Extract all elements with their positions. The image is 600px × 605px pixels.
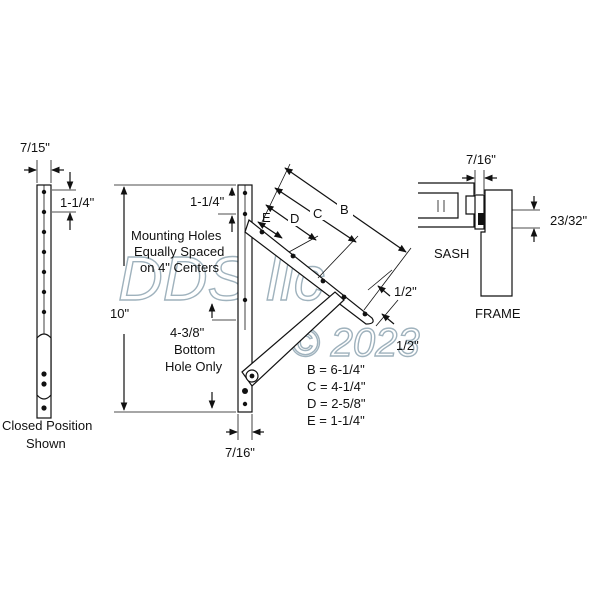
letter-b: B [340, 202, 349, 217]
support-arm [241, 291, 345, 387]
top-offset-dimension: 1-1/4" [190, 187, 236, 232]
legend-c: C = 4-1/4" [307, 379, 366, 394]
caption-line1: Closed Position [2, 418, 92, 433]
half-label-1: 1/2" [394, 284, 417, 299]
caption-line2: Shown [26, 436, 66, 451]
half-label-2: 1/2" [396, 338, 419, 353]
bottom-line2: Bottom [174, 342, 215, 357]
width-dimension-7-15: 7/15" [20, 140, 64, 183]
gap-label: 7/16" [466, 152, 496, 167]
bottom-line1: 4-3/8" [170, 325, 205, 340]
top-offset-label: 1-1/4" [190, 194, 225, 209]
arm-end-dimensions: 1/2" 1/2" [367, 269, 419, 353]
legend-e: E = 1-1/4" [307, 413, 365, 428]
gap-dimension: 7/16" [462, 152, 497, 194]
width-label: 7/16" [225, 445, 255, 460]
height-dimension: 23/32" [512, 196, 588, 242]
closed-hinge-track [36, 184, 52, 419]
frame-profile [480, 189, 513, 297]
top-hole-label: 1-1/4" [60, 195, 95, 210]
sash-profile [418, 182, 475, 228]
legend-d: D = 2-5/8" [307, 396, 366, 411]
bottom-hole-dimension: 4-3/8" Bottom Hole Only [165, 303, 236, 409]
letter-d: D [290, 211, 299, 226]
open-hinge-view: 10" [110, 163, 419, 460]
mounting-line2: Equally Spaced [134, 244, 224, 259]
length-label: 10" [110, 306, 129, 321]
sash-label: SASH [434, 246, 469, 261]
legend-b: B = 6-1/4" [307, 362, 365, 377]
width-label: 7/15" [20, 140, 50, 155]
closed-position-view: 7/15" 1-1/4" Closed Position Shown [2, 140, 95, 451]
width-dimension-7-16: 7/16" [225, 414, 264, 460]
dimension-legend: B = 6-1/4" C = 4-1/4" D = 2-5/8" E = 1-1… [307, 362, 366, 428]
watermark: DDS llc © 2023 [117, 244, 420, 365]
letter-e: E [262, 210, 271, 225]
hinge-track [237, 184, 253, 413]
arm-dimensions: B C D E [257, 163, 412, 311]
length-dimension-10: 10" [110, 184, 236, 413]
height-label: 23/32" [550, 213, 588, 228]
bottom-line3: Hole Only [165, 359, 223, 374]
frame-label: FRAME [475, 306, 521, 321]
letter-c: C [313, 206, 322, 221]
hinge-profile [474, 194, 485, 230]
hinge-clip [478, 213, 484, 225]
mounting-line1: Mounting Holes [131, 228, 222, 243]
mounting-line3: on 4" Centers [140, 260, 220, 275]
top-hole-dimension: 1-1/4" [52, 172, 95, 230]
sash-frame-section: 7/16" 23/32" SASH FRAME [418, 152, 588, 321]
